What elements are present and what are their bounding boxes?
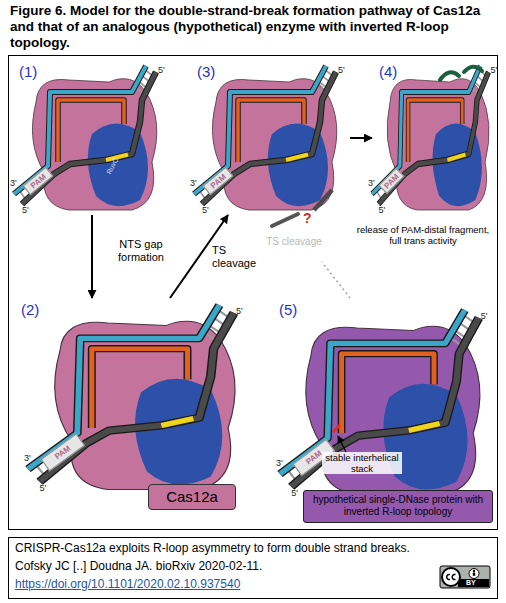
panel-number: (3) <box>197 63 215 80</box>
citation-line: CRISPR-Cas12a exploits R-loop asymmetry … <box>15 541 493 556</box>
enzyme-description: hypothetical single-DNase protein with i… <box>306 494 490 518</box>
cas12a-complex <box>14 66 157 210</box>
pam-box: PAM <box>41 433 85 471</box>
panel-number: (4) <box>379 63 397 80</box>
strand-end-label: 5' <box>338 65 345 75</box>
panel-frame <box>9 56 498 530</box>
by-person-body <box>473 573 475 576</box>
callout-label: stable interhelical stack <box>322 452 402 474</box>
citation-line: https://doi.org/10.1101/2020.02.10.93754… <box>15 577 435 592</box>
strand-end-label: 5' <box>291 488 298 498</box>
pam-box: PAM <box>23 167 54 195</box>
citation-line: Cofsky JC [..] Doudna JA. bioRxiv 2020-0… <box>15 559 435 574</box>
strand-end-label: 3' <box>24 453 31 463</box>
edge-label: TS cleavage <box>212 244 260 270</box>
hypothetical-fragment <box>272 214 298 226</box>
strand-end-label: 5' <box>40 483 47 493</box>
pathway-panel: (4) PAM <box>372 60 494 215</box>
pathway-panel: (2) PAM <box>14 298 264 483</box>
pam-label: PAM <box>42 435 83 470</box>
cc-mark <box>447 574 456 579</box>
strand-end-label: 3' <box>190 178 197 188</box>
license-text: BY <box>466 579 476 587</box>
strand-end-label: 5' <box>236 306 243 316</box>
pam-box: PAM <box>379 168 405 194</box>
cas12a-complex <box>194 66 337 210</box>
question-mark: ? <box>303 210 312 226</box>
faded-step-label: TS cleavage <box>266 236 322 248</box>
step-arrow <box>91 215 93 298</box>
pam-label: PAM <box>204 168 232 194</box>
strand-end-label: 3' <box>368 178 375 188</box>
released-fragments <box>440 67 482 80</box>
hypothetical-path <box>322 262 350 298</box>
cas12a-complex <box>372 66 489 210</box>
pam-label: PAM <box>380 169 403 192</box>
interhelical-stack <box>333 425 340 432</box>
strand-end-label: 3' <box>276 458 283 468</box>
figure-title: Figure 6. Model for the double-strand-br… <box>10 3 498 51</box>
strand-end-label: 5' <box>490 65 497 75</box>
panel-number: (1) <box>19 63 37 80</box>
by-person-head <box>473 570 475 572</box>
cc-circle <box>442 568 460 586</box>
license-badge <box>440 566 490 588</box>
hypothetical-complex <box>280 310 480 494</box>
step-arrow <box>350 137 372 139</box>
strand-end-label: 3' <box>10 178 17 188</box>
cas12a-complex <box>28 305 235 489</box>
strand-end-label: 5' <box>22 205 29 215</box>
strand-end-label: 5' <box>202 205 209 215</box>
cleaved-fragment <box>314 190 332 210</box>
license-bar <box>458 579 489 587</box>
by-circle <box>469 569 479 579</box>
enzyme-name: Cas12a <box>149 485 235 509</box>
outcome-note: release of PAM-distal fragment, full tra… <box>352 224 494 246</box>
pathway-panel: (3) PAM <box>190 60 350 215</box>
pam-label: PAM <box>24 168 52 194</box>
leader-arrow <box>338 436 346 452</box>
strand-end-label: 5' <box>379 205 386 215</box>
enzyme-label-box: Cas12a <box>148 484 236 510</box>
edge-label: NTS gap formation <box>104 238 178 264</box>
strand-end-label: 5' <box>158 65 165 75</box>
enzyme-label-box: hypothetical single-DNase protein with i… <box>303 490 493 523</box>
citation-box: CRISPR-Cas12a exploits R-loop asymmetry … <box>8 537 498 599</box>
panel-number: (5) <box>279 301 297 318</box>
pam-box: PAM <box>203 167 234 195</box>
step-arrow <box>170 215 228 298</box>
pathway-panel: (1) PAM <box>12 60 184 215</box>
panel-number: (2) <box>21 301 39 318</box>
strand-end-label: 5' <box>481 311 488 321</box>
